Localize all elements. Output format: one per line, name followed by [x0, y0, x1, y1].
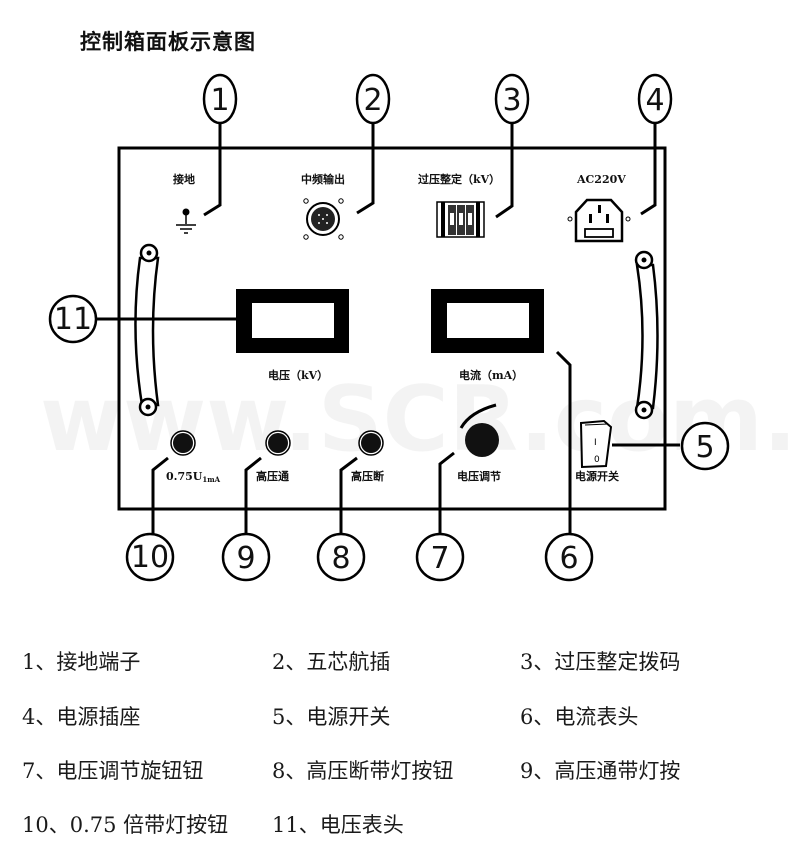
callout-3: 3 — [494, 73, 530, 125]
legend-row: 1、接地端子 2、五芯航插 3、过压整定拨码 — [0, 646, 800, 680]
voltage-knob[interactable] — [459, 403, 499, 457]
callout-2: 2 — [355, 73, 391, 125]
dip-switch-icon[interactable] — [436, 201, 485, 238]
dip-switch-label: 过压整定（kV） — [418, 172, 500, 186]
button-hv-off-lamp[interactable] — [358, 430, 384, 456]
svg-text:3: 3 — [502, 83, 521, 118]
legend-row: 7、电压调节旋钮钮 8、高压断带灯按钮 9、高压通带灯按 — [0, 755, 800, 789]
ground-terminal-icon[interactable] — [176, 208, 196, 234]
svg-text:10: 10 — [131, 540, 169, 575]
power-rocker-switch[interactable]: I 0 — [579, 419, 613, 469]
svg-text:2: 2 — [363, 83, 382, 118]
power-socket-label: AC220V — [576, 173, 626, 186]
legend-item: 7、电压调节旋钮钮 — [22, 759, 204, 783]
leader-lines — [97, 123, 680, 540]
panel-frame — [117, 146, 667, 511]
svg-text:7: 7 — [430, 541, 449, 576]
legend-item: 8、高压断带灯按钮 — [272, 759, 454, 783]
legend-row: 4、电源插座 5、电源开关 6、电流表头 — [0, 701, 800, 735]
rotation-arrow-icon — [459, 403, 497, 429]
voltmeter-display — [236, 289, 349, 353]
callout-7: 7 — [415, 532, 465, 582]
power-socket-icon[interactable] — [567, 198, 631, 243]
diagram-title: 控制箱面板示意图 — [80, 30, 256, 54]
callout-8: 8 — [316, 532, 366, 582]
button-hv-on-lamp[interactable] — [265, 430, 291, 456]
ground-label: 接地 — [173, 172, 195, 186]
legend-item: 3、过压整定拨码 — [520, 650, 681, 674]
aviation-plug-label: 中频输出 — [301, 172, 345, 186]
svg-text:6: 6 — [559, 541, 578, 576]
left-handle — [134, 243, 160, 417]
ammeter-label: 电流（mA） — [459, 368, 523, 382]
svg-text:1: 1 — [210, 83, 229, 118]
button-hv-off-label: 高压断 — [351, 469, 384, 483]
svg-text:11: 11 — [54, 302, 92, 337]
watermark: www.SCR.com.cn — [40, 367, 800, 472]
legend-item: 6、电流表头 — [520, 705, 639, 729]
svg-text:8: 8 — [331, 541, 350, 576]
button-hv-on-label: 高压通 — [256, 469, 289, 483]
legend-row: 10、0.75 倍带灯按钮 11、电压表头 — [0, 809, 800, 843]
svg-text:4: 4 — [645, 83, 664, 118]
legend-item: 1、接地端子 — [22, 650, 141, 674]
legend-item: 9、高压通带灯按 — [520, 759, 681, 783]
svg-text:I: I — [594, 438, 597, 448]
ammeter-display — [431, 289, 544, 353]
callout-10: 10 — [125, 532, 175, 582]
callout-5: 5 — [680, 421, 730, 471]
legend-item: 2、五芯航插 — [272, 650, 391, 674]
legend-item: 10、0.75 倍带灯按钮 — [22, 813, 229, 837]
legend-item: 4、电源插座 — [22, 705, 141, 729]
power-switch-label: 电源开关 — [575, 469, 619, 483]
callout-6: 6 — [544, 532, 594, 582]
svg-text:0: 0 — [594, 455, 600, 465]
voltmeter-label: 电压（kV） — [268, 368, 328, 382]
callout-11: 11 — [48, 294, 98, 344]
svg-text:9: 9 — [236, 541, 255, 576]
legend-item: 5、电源开关 — [272, 705, 391, 729]
legend-item: 11、电压表头 — [272, 813, 404, 837]
callout-1: 1 — [202, 73, 238, 125]
control-panel-diagram: www.SCR.com.cn 接地 中频输出 过 — [40, 73, 800, 582]
aviation-plug-icon[interactable] — [303, 198, 344, 240]
callout-4: 4 — [637, 73, 673, 125]
svg-text:5: 5 — [695, 430, 714, 465]
button-075-lamp[interactable] — [170, 430, 196, 456]
voltage-knob-label: 电压调节 — [457, 469, 501, 483]
button-075-label: 0.75U1mA — [166, 470, 221, 484]
right-handle — [634, 250, 659, 420]
callout-9: 9 — [221, 532, 271, 582]
